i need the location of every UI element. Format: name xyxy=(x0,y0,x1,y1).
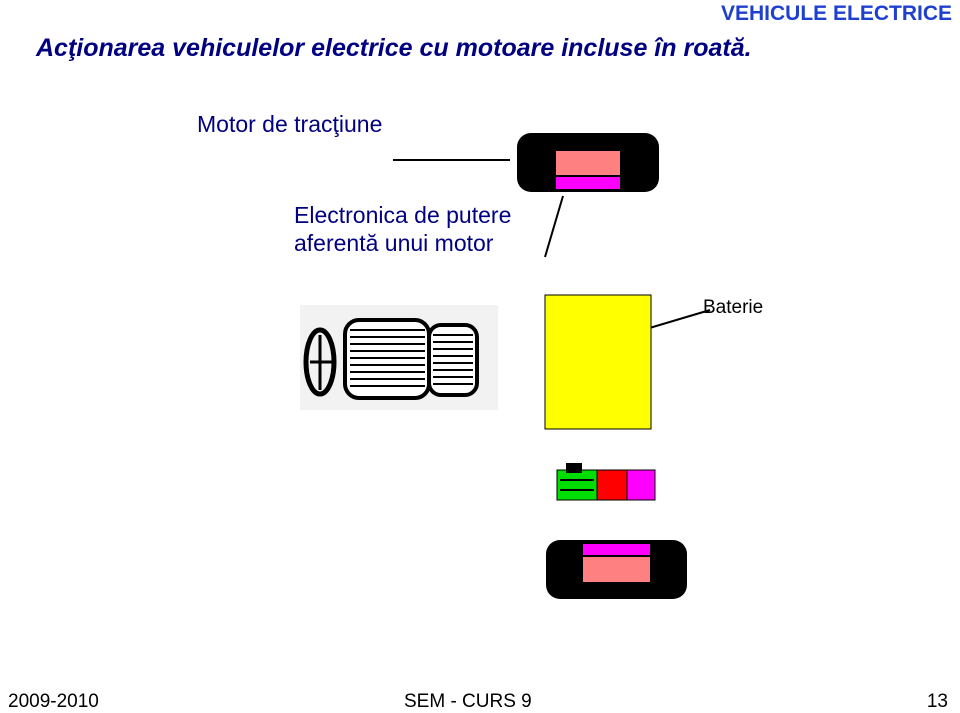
footer-course: SEM - CURS 9 xyxy=(404,691,532,712)
controller-red xyxy=(596,469,628,501)
steering-wheel xyxy=(303,327,337,397)
rear-wheel xyxy=(546,540,687,599)
controller-green xyxy=(556,469,598,501)
controller-blocks xyxy=(556,463,656,501)
header-tag: VEHICULE ELECTRICE xyxy=(720,2,952,25)
battery-label: Baterie xyxy=(703,297,764,318)
electronics-leader-line xyxy=(544,195,564,258)
rear-wheel-electronics xyxy=(583,544,650,555)
controller-magenta xyxy=(626,469,656,501)
front-wheel-motor xyxy=(556,151,620,175)
rear-wheel-motor xyxy=(583,557,650,582)
front-wheel xyxy=(517,133,659,192)
slide-title: Acţionarea vehiculelor electrice cu moto… xyxy=(36,34,752,62)
footer-year: 2009-2010 xyxy=(8,691,99,712)
steering-and-engine-illustration xyxy=(300,305,498,410)
battery-block xyxy=(544,294,652,430)
motor-label: Motor de tracţiune xyxy=(197,111,383,137)
electronics-label: Electronica de putere aferentă unui moto… xyxy=(294,202,512,256)
footer-page-number: 13 xyxy=(926,691,948,712)
front-wheel-electronics xyxy=(556,177,620,189)
